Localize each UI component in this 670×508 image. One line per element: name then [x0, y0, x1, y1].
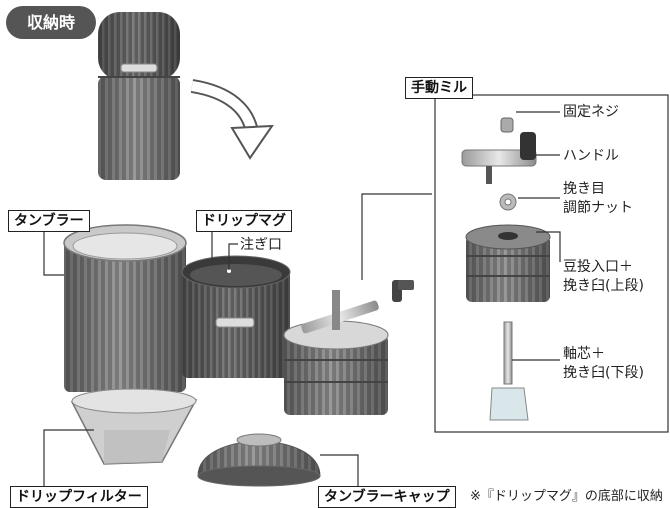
label-drip-filter: ドリップフィルター — [10, 486, 148, 508]
down-arrow-icon — [190, 79, 274, 160]
stored-unit — [98, 12, 180, 180]
label-tumbler-cap: タンブラーキャップ — [318, 486, 456, 508]
stored-badge: 収納時 — [6, 6, 96, 39]
mill-parts-illustration — [461, 117, 551, 421]
label-hand-mill: 手動ミル — [405, 77, 473, 99]
label-grind-adjust-2: 調節ナット — [563, 200, 633, 216]
label-tumbler: タンブラー — [8, 210, 90, 232]
drip-mug-illustration — [181, 255, 291, 378]
hand-mill-illustration — [283, 280, 414, 415]
label-bean-inlet-1: 豆投入口＋ — [563, 259, 633, 275]
label-fixing-screw: 固定ネジ — [563, 104, 619, 120]
label-shaft-1: 軸芯＋ — [563, 346, 605, 362]
label-drip-mug: ドリップマグ — [196, 210, 292, 232]
label-grind-adjust-1: 挽き目 — [563, 181, 605, 197]
label-bean-inlet-2: 挽き臼(上段) — [563, 278, 644, 294]
tumbler-illustration — [63, 224, 187, 392]
label-spout: 注ぎ口 — [240, 237, 282, 253]
label-handle: ハンドル — [563, 148, 619, 164]
storage-note: ※『ドリップマグ』の底部に収納 — [470, 489, 663, 504]
label-shaft-2: 挽き臼(下段) — [563, 365, 644, 381]
leader-lines — [43, 94, 669, 487]
tumbler-cap-illustration — [197, 433, 321, 487]
drip-filter-illustration — [70, 388, 198, 465]
